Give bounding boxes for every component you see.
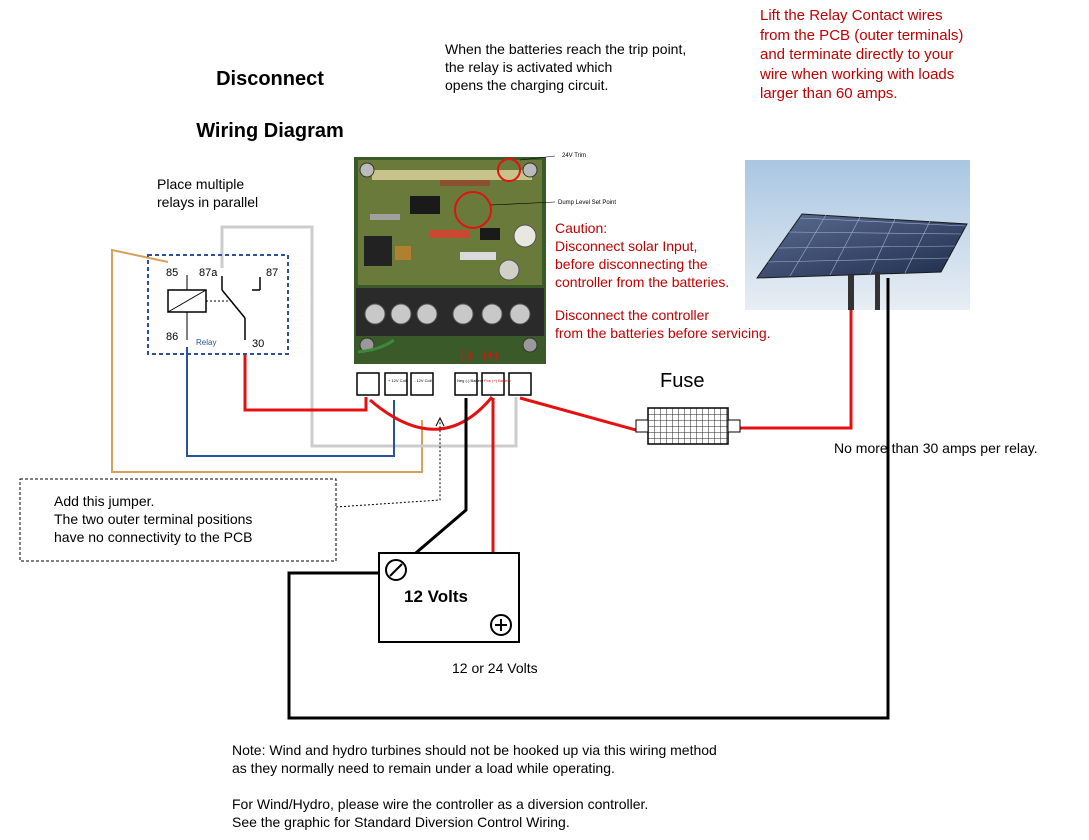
battery-label: 12 Volts [404, 587, 468, 606]
battery-sublabel: 12 or 24 Volts [452, 660, 538, 676]
caution-note: Caution: Disconnect solar Input, before … [555, 220, 730, 290]
solar-red-wire [728, 288, 853, 430]
terminal-label-3: - 12V Coil [414, 378, 432, 383]
lift-note: Lift the Relay Contact wires from the PC… [760, 7, 964, 102]
fuse [647, 407, 729, 445]
jumper-note: Add this jumper. The two outer terminal … [54, 493, 253, 545]
tan-wire [111, 248, 423, 473]
fuse-label: Fuse [660, 370, 705, 392]
trim-highlight [497, 158, 521, 182]
relay-pin-87: 87 [266, 267, 278, 279]
solar-black-wire [287, 278, 890, 720]
relay-box [147, 254, 289, 355]
relay-red-wire [243, 355, 368, 412]
title-line-2: Wiring Diagram [196, 120, 344, 142]
dump-label: Dump Level Set Point [558, 200, 616, 206]
service-note: Disconnect the controller from the batte… [555, 307, 771, 341]
terminal-label-4: Neg (-) Battery [457, 378, 483, 383]
neg-label: (-) [460, 348, 472, 362]
intro-note: When the batteries reach the trip point,… [445, 41, 687, 93]
gray-wire [220, 225, 518, 448]
jumper-leader [335, 420, 441, 508]
pos-label: (+) [483, 348, 498, 362]
diagram-title: Disconnect Wiring Diagram [170, 40, 370, 170]
blue-wire [186, 347, 395, 457]
relay-pin-85: 85 [166, 267, 178, 279]
relay-note: Place multiple relays in parallel [157, 176, 259, 210]
dump-set-highlight [454, 191, 492, 229]
title-line-1: Disconnect [216, 68, 324, 90]
amps-note: No more than 30 amps per relay. [834, 440, 1038, 456]
trim-label: 24V Trim [562, 153, 586, 159]
relay-pin-87a: 87a [199, 267, 218, 279]
bottom-note: Note: Wind and hydro turbines should not… [232, 742, 717, 830]
terminal-row [356, 372, 532, 396]
jumper-wire [369, 396, 494, 431]
relay-label: Relay [196, 338, 216, 347]
fuse-red-wire [519, 396, 648, 432]
relay-pin-30: 30 [252, 338, 264, 350]
jumper-note-box [19, 478, 337, 562]
terminal-label-5: Pos (+) Battery [484, 378, 511, 383]
battery-black-wire [395, 398, 468, 572]
terminal-label-2: + 12V Coil [388, 378, 407, 383]
terminal-screws [364, 303, 531, 325]
relay-pin-86: 86 [166, 331, 178, 343]
